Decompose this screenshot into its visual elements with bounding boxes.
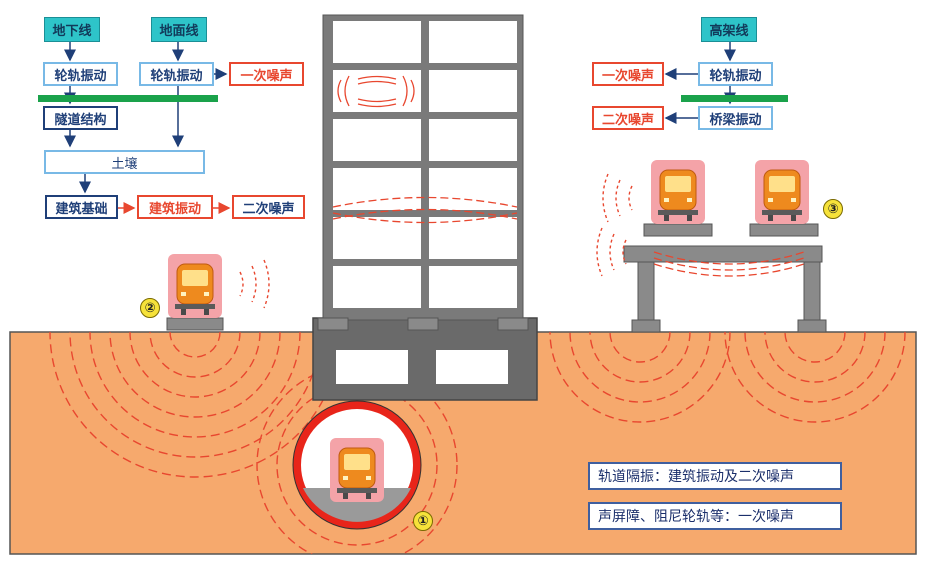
right-green-divider (681, 95, 788, 102)
building-vibration-waves (332, 196, 518, 224)
left-flow-arrows (64, 42, 228, 194)
left-green-divider (38, 95, 218, 102)
tunnel-structure-box: 隧道结构 (43, 106, 118, 130)
right-flow-arrows (664, 42, 736, 124)
soil-box: 土壤 (44, 150, 205, 174)
secondary-noise-box-right: 二次噪声 (592, 106, 664, 130)
building (312, 14, 538, 401)
marker-1: ① (413, 511, 433, 531)
ground-rail-bed (166, 317, 224, 331)
ground-line-label: 地面线 (151, 17, 207, 42)
noise-barrier-note: 声屏障、阻尼轮轨等：一次噪声 (588, 502, 842, 530)
elevated-line-label: 高架线 (701, 17, 757, 42)
marker-2: ② (140, 298, 160, 318)
train-ground-noise (239, 259, 270, 309)
train-ground (167, 253, 223, 319)
train-underground (329, 437, 385, 503)
room-noise-waves (337, 75, 415, 108)
secondary-noise-box-left: 二次噪声 (232, 195, 305, 219)
track-isolation-note: 轨道隔振：建筑振动及二次噪声 (588, 462, 842, 490)
train-elevated-left (650, 159, 706, 225)
elevated-bridge (623, 223, 827, 333)
underground-wave-lines (49, 332, 906, 554)
primary-noise-box-right: 一次噪声 (592, 62, 664, 86)
primary-noise-box-left: 一次噪声 (229, 62, 304, 86)
rail-vibration-box-elevated: 轮轨振动 (698, 62, 773, 86)
train-elevated-right (754, 159, 810, 225)
bridge-vibration-box: 桥梁振动 (698, 106, 773, 130)
rail-vibration-box-ground: 轮轨振动 (139, 62, 214, 86)
underground-line-label: 地下线 (44, 17, 100, 42)
rail-vibration-box-underground: 轮轨振动 (43, 62, 118, 86)
building-vibration-box: 建筑振动 (137, 195, 213, 219)
building-foundation-box: 建筑基础 (45, 195, 118, 219)
train-elevated-noise (596, 173, 633, 277)
bridge-vibration-waves (653, 251, 805, 277)
marker-3: ③ (823, 199, 843, 219)
